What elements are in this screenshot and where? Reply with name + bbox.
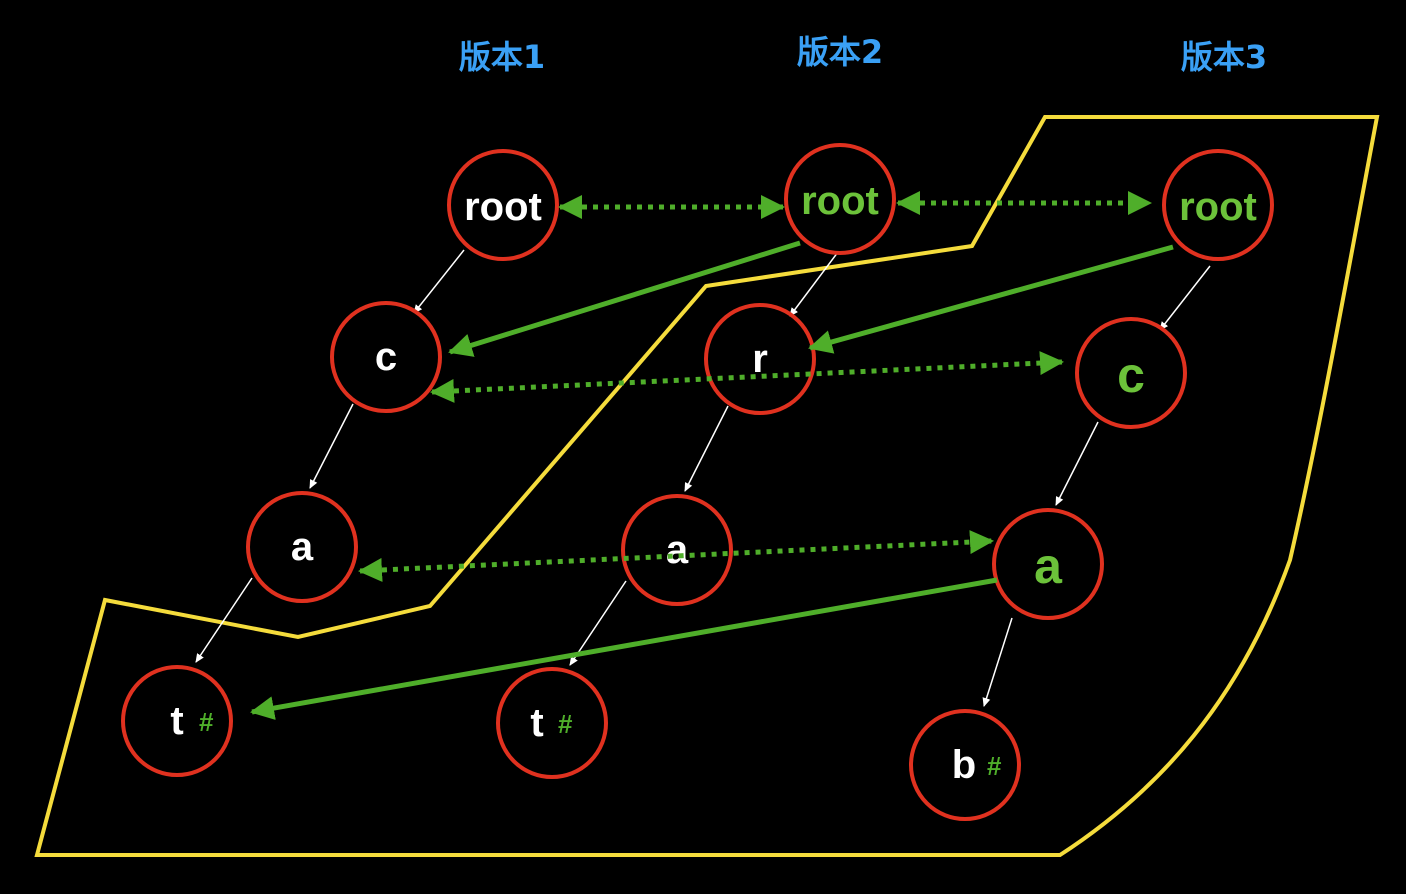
node-v3-a: a	[992, 508, 1104, 620]
version-1-label: 版本1	[459, 38, 545, 76]
svg-text:c: c	[375, 335, 397, 379]
share-v3root-v2r	[808, 244, 1174, 354]
svg-text:#: #	[558, 709, 573, 739]
svg-text:a: a	[1034, 538, 1063, 594]
svg-text:a: a	[291, 525, 314, 569]
svg-text:#: #	[987, 751, 1002, 781]
edge-v2-root-r	[789, 251, 839, 317]
svg-text:root: root	[464, 185, 542, 229]
svg-text:c: c	[1117, 347, 1145, 403]
shared-region-outline	[34, 115, 1380, 857]
version-3-label: 版本3	[1181, 38, 1267, 76]
node-v1-a: a	[246, 491, 358, 603]
edge-v2-a-t	[569, 580, 627, 666]
node-group: root c a t# root r a t# root c a b#	[121, 143, 1274, 821]
svg-text:b: b	[952, 743, 976, 787]
edge-v2-r-a	[684, 405, 729, 492]
svg-text:a: a	[666, 528, 689, 572]
node-v1-c: c	[330, 301, 442, 413]
svg-text:t: t	[530, 701, 543, 745]
version-links	[250, 191, 1174, 720]
node-v1-root: root	[447, 149, 559, 261]
node-v2-root: root	[784, 143, 896, 255]
edge-v1-root-c	[413, 249, 465, 314]
edge-v3-root-c	[1159, 265, 1211, 331]
node-v2-t: t#	[496, 667, 608, 779]
version-2-label: 版本2	[797, 33, 883, 71]
node-v3-b: b#	[909, 709, 1021, 821]
node-v3-c: c	[1075, 317, 1187, 429]
node-v1-t: t#	[121, 665, 233, 777]
share-v2root-v1c	[448, 240, 801, 357]
edge-v3-c-a	[1055, 421, 1099, 506]
svg-text:t: t	[170, 699, 183, 743]
node-v2-a: a	[621, 494, 733, 606]
edge-v1-a-t	[195, 577, 253, 663]
node-v3-root: root	[1162, 149, 1274, 261]
child-edges	[195, 249, 1211, 707]
svg-text:#: #	[199, 707, 214, 737]
link-c-v1-v3	[430, 351, 1064, 403]
svg-text:root: root	[801, 179, 879, 223]
edge-v1-c-a	[309, 403, 354, 489]
node-v2-r: r	[704, 303, 816, 415]
edge-v3-a-b	[982, 617, 1013, 707]
share-v3a-v1t	[250, 577, 998, 720]
svg-text:root: root	[1179, 185, 1257, 229]
